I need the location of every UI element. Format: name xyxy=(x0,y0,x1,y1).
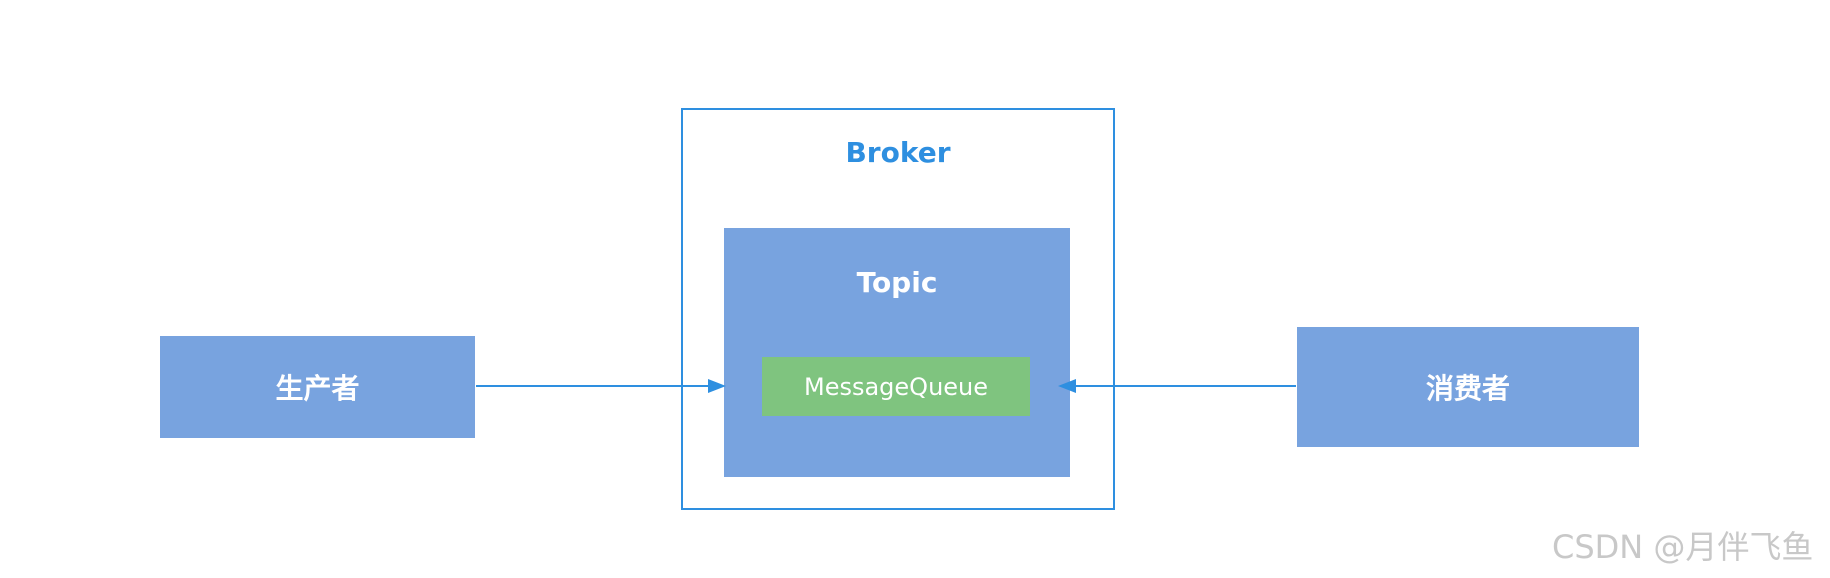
producer-to-topic-arrowhead xyxy=(708,379,726,393)
producer-node: 生产者 xyxy=(160,336,475,438)
topic-container: Topic xyxy=(724,228,1070,477)
consumer-label: 消费者 xyxy=(1425,372,1510,405)
message-queue-label: MessageQueue xyxy=(803,372,989,401)
consumer-to-topic-arrowhead xyxy=(1058,379,1076,393)
consumer-node: 消费者 xyxy=(1297,327,1639,447)
broker-container: Broker xyxy=(681,108,1115,510)
broker-label: Broker xyxy=(845,136,951,169)
producer-label: 生产者 xyxy=(275,372,360,405)
watermark-text: CSDN @月伴飞鱼 xyxy=(1552,528,1814,566)
message-queue-node: MessageQueue xyxy=(762,357,1030,416)
topic-label: Topic xyxy=(856,266,938,299)
